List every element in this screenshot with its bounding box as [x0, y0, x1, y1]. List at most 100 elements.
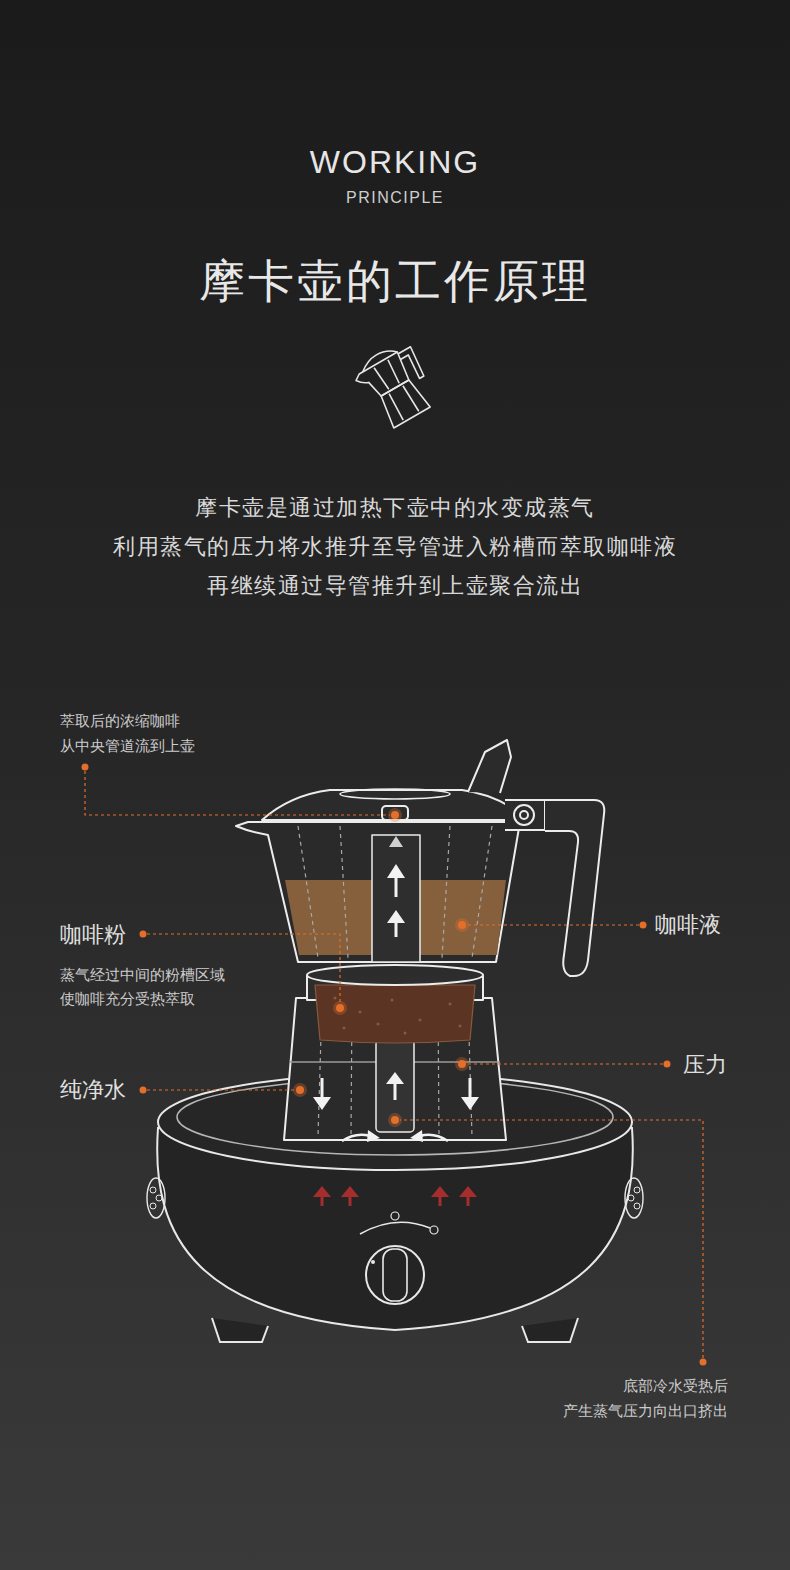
flow-arrow — [342, 1135, 370, 1141]
moka-icon — [386, 360, 401, 384]
callout-note: 蒸气经过中间的粉槽区域 使咖啡充分受热萃取 — [60, 963, 248, 1011]
subheading-en: PRINCIPLE — [0, 188, 790, 208]
flow-arrow — [461, 1097, 479, 1110]
moka-pot — [298, 826, 318, 958]
heat-arrow — [313, 1186, 477, 1206]
leader-line — [400, 1120, 703, 1358]
moka-icon — [350, 338, 441, 432]
electric-stove — [212, 1318, 268, 1342]
callout-dot — [82, 764, 707, 1366]
moka-icon — [397, 347, 426, 382]
callout-dot — [293, 1083, 307, 1097]
electric-stove — [430, 1226, 438, 1234]
electric-stove — [628, 1195, 634, 1201]
heat-arrow — [459, 1186, 477, 1197]
flow-arrow — [387, 864, 405, 878]
moka-pot — [359, 1011, 362, 1014]
moka-pot — [419, 1019, 422, 1022]
part-label: 压力 — [683, 1050, 727, 1080]
moka-pot — [377, 1023, 380, 1026]
flow-arrow — [410, 1130, 423, 1142]
electric-stove — [147, 1178, 165, 1218]
page-title: 摩卡壶的工作原理 — [0, 253, 790, 309]
moka-pot — [520, 811, 528, 819]
electric-stove — [625, 1178, 643, 1218]
leader-line — [85, 771, 390, 815]
callout-dot — [140, 1087, 147, 1094]
part-label: 纯净水 — [60, 1075, 126, 1105]
flow-arrow — [386, 1072, 404, 1084]
moka-pot — [442, 826, 450, 958]
callout-dot — [336, 1004, 344, 1012]
heat-arrow — [431, 1186, 449, 1197]
moka-pot — [340, 826, 348, 958]
leader-line — [147, 1089, 295, 1090]
part-label: 咖啡粉 — [60, 920, 126, 950]
moka-pot — [340, 789, 450, 799]
electric-stove — [177, 1079, 613, 1155]
moka-pot — [315, 985, 475, 1043]
heat-arrow — [341, 1186, 359, 1197]
moka-pot — [391, 999, 394, 1002]
electric-stove — [366, 1246, 424, 1304]
moka-pot — [334, 997, 337, 1000]
flow-arrow — [469, 1078, 472, 1098]
flow-arrow — [395, 922, 398, 937]
moka-pot — [236, 822, 520, 962]
moka-icon — [403, 385, 419, 411]
callout-dot — [140, 931, 147, 938]
leader-line — [85, 771, 703, 1358]
callout-dot — [388, 1113, 402, 1127]
heading-en: WORKING — [0, 143, 790, 181]
flow-arrow — [394, 1083, 397, 1100]
callout-dot — [455, 918, 469, 932]
moka-pot — [468, 740, 511, 793]
electric-stove — [147, 1074, 643, 1342]
moka-pot — [334, 997, 462, 1035]
callout-dot — [455, 1057, 469, 1071]
flow-arrow — [387, 910, 405, 923]
electric-stove — [150, 1187, 156, 1193]
flow-arrow — [313, 1097, 331, 1110]
electric-stove — [150, 1203, 156, 1209]
electric-stove — [634, 1203, 640, 1209]
callout-dot — [458, 921, 466, 929]
heat-arrow — [313, 1186, 331, 1197]
flow-arrow — [313, 836, 479, 1142]
callout-note: 萃取后的浓缩咖啡 从中央管道流到上壶 — [60, 708, 218, 758]
callout-note: 底部冷水受热后 产生蒸气压力向出口挤出 — [563, 1373, 728, 1423]
flow-arrow — [321, 1078, 324, 1098]
flow-arrow — [389, 836, 403, 847]
moka-pot — [449, 1003, 452, 1006]
callout-dot — [296, 1086, 304, 1094]
moka-pot — [514, 805, 534, 825]
moka-icon — [377, 378, 430, 428]
callout-dot — [700, 1359, 707, 1366]
callout-dot — [333, 1001, 347, 1015]
electric-stove — [522, 1318, 578, 1342]
electric-stove — [156, 1195, 162, 1201]
moka-pot — [236, 740, 604, 1140]
callout-dot — [391, 1116, 399, 1124]
electric-stove — [371, 1260, 375, 1264]
callout-dot — [640, 922, 647, 929]
moka-pot — [404, 1032, 407, 1035]
callout-dot — [458, 1060, 466, 1068]
flow-arrow — [395, 877, 398, 897]
moka-pot — [372, 835, 420, 962]
moka-pot — [307, 965, 483, 985]
moka-pot — [545, 800, 604, 976]
moka-icon — [374, 367, 389, 391]
electric-stove — [360, 1222, 430, 1234]
callout-dot — [664, 1061, 671, 1068]
moka-pot — [505, 800, 545, 830]
moka-icon — [388, 394, 404, 420]
part-label: 咖啡液 — [655, 910, 721, 940]
moka-pot — [376, 1040, 414, 1132]
callout-dot — [391, 811, 399, 819]
electric-stove — [634, 1187, 640, 1193]
electric-stove — [391, 1212, 399, 1220]
callout-dot — [82, 764, 89, 771]
